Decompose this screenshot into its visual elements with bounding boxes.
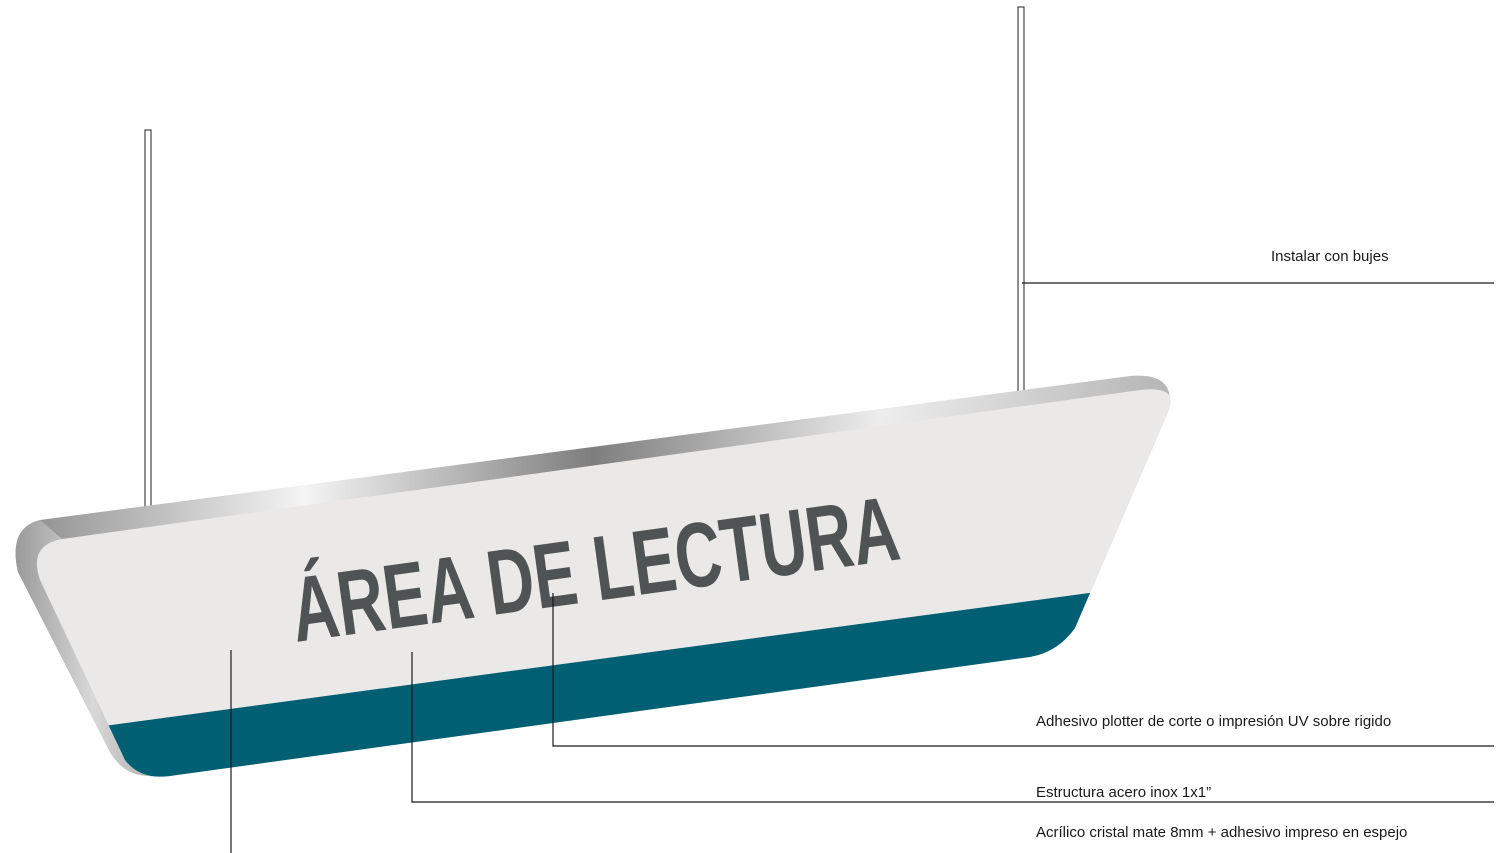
callout-bushings: Instalar con bujes <box>1271 248 1389 265</box>
left-rod <box>144 129 152 523</box>
leader-structure <box>411 652 1494 803</box>
right-rod <box>1017 6 1025 398</box>
sign-edge-side <box>15 520 170 777</box>
leader-vinyl <box>552 593 1494 747</box>
callout-vinyl: Adhesivo plotter de corte o impresión UV… <box>1036 713 1391 730</box>
callout-acrylic: Acrílico cristal mate 8mm + adhesivo imp… <box>1036 824 1407 841</box>
callout-structure: Estructura acero inox 1x1” <box>1036 784 1211 801</box>
